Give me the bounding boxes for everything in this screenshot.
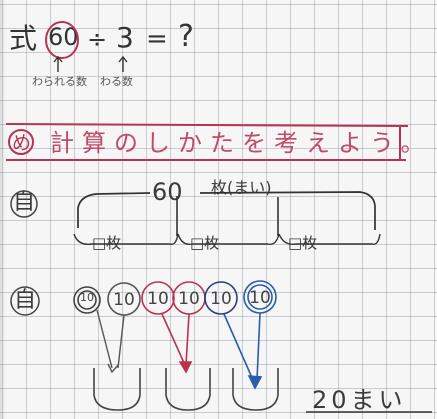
red-arrows [161, 313, 193, 374]
divisor-label: わる数 [100, 75, 133, 88]
part-brace [73, 233, 179, 245]
diagram-one-part-3: □枚 [288, 234, 318, 252]
diagram-one-marker-circle [10, 190, 38, 218]
equation-operator: ÷ [87, 25, 108, 53]
coin [73, 286, 101, 314]
diagram-one-part-2: □枚 [190, 234, 220, 252]
coin-label: 10 [147, 289, 169, 309]
goal-text: 計算のしかたを考えよう。 [50, 129, 433, 157]
pencil-arrows [96, 309, 125, 374]
part-brace [177, 233, 280, 245]
equation-divisor: 3 [116, 21, 134, 54]
coin [247, 284, 273, 310]
diagram-one-marker: 自 [13, 190, 36, 215]
dividend-circle [45, 21, 79, 59]
answer-text: 20まい [312, 386, 407, 414]
equation-prefix: 式 [9, 22, 38, 55]
coin [141, 281, 175, 315]
coin-label: 10 [249, 288, 271, 308]
bowls [93, 368, 279, 411]
coin-label: 10 [80, 291, 94, 304]
diagram-two-marker-circle [10, 286, 40, 316]
coin [204, 281, 238, 315]
goal-marker: め [12, 132, 32, 154]
diagram-one-unit: 枚(まい) [211, 178, 272, 197]
coin-label: 10 [178, 289, 200, 309]
part-brace [278, 233, 381, 245]
dividend-label: わられる数 [32, 75, 87, 88]
diagram-one-part-1: □枚 [92, 234, 122, 252]
coin-label: 10 [210, 289, 232, 309]
equation-question: ? [178, 19, 194, 54]
divisor-arrow [118, 55, 128, 72]
goal-frame [5, 123, 409, 161]
coin [172, 281, 206, 315]
blue-arrows [223, 312, 263, 390]
equation-equals: = [146, 24, 168, 54]
coin-label: 10 [113, 290, 135, 310]
coin [77, 290, 97, 310]
dividend-arrow [53, 55, 63, 72]
diagram-two-marker: 自 [14, 288, 37, 313]
coin [107, 282, 141, 316]
total-brace [77, 191, 376, 230]
